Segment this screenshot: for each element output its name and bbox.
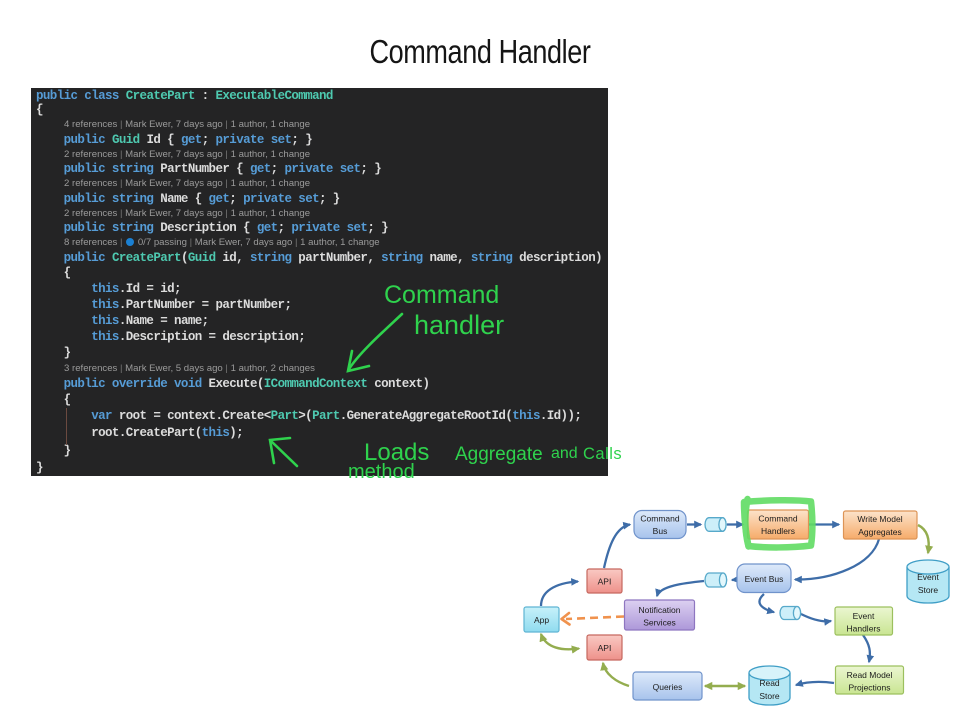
svg-text:Aggregate: Aggregate [455,444,543,465]
svg-text:API: API [598,643,612,653]
svg-text:Read: Read [759,678,780,688]
svg-text:Projections: Projections [848,683,890,693]
svg-text:method: method [348,461,415,483]
svg-text:Loads: Loads [364,439,429,466]
svg-text:Write Model: Write Model [857,514,902,524]
svg-text:Store: Store [918,585,939,595]
svg-text:Queries: Queries [653,682,683,692]
svg-text:handler: handler [414,310,504,340]
svg-text:Command: Command [640,514,679,524]
svg-text:Command: Command [758,514,797,524]
svg-text:Notification: Notification [638,605,680,615]
svg-text:and: and [551,445,578,462]
svg-text:Calls: Calls [583,445,622,463]
svg-text:Services: Services [643,618,676,628]
svg-text:Command: Command [384,281,499,309]
svg-text:Handlers: Handlers [846,624,880,634]
svg-text:API: API [598,577,612,587]
svg-text:Event: Event [853,611,875,621]
svg-text:Store: Store [759,691,780,701]
svg-text:Read Model: Read Model [847,670,893,680]
svg-text:Aggregates: Aggregates [858,527,901,537]
svg-text:Handlers: Handlers [761,526,795,536]
svg-text:Bus: Bus [653,526,668,536]
svg-text:Event: Event [917,572,939,582]
svg-text:App: App [534,615,549,625]
svg-text:Event Bus: Event Bus [745,574,784,584]
